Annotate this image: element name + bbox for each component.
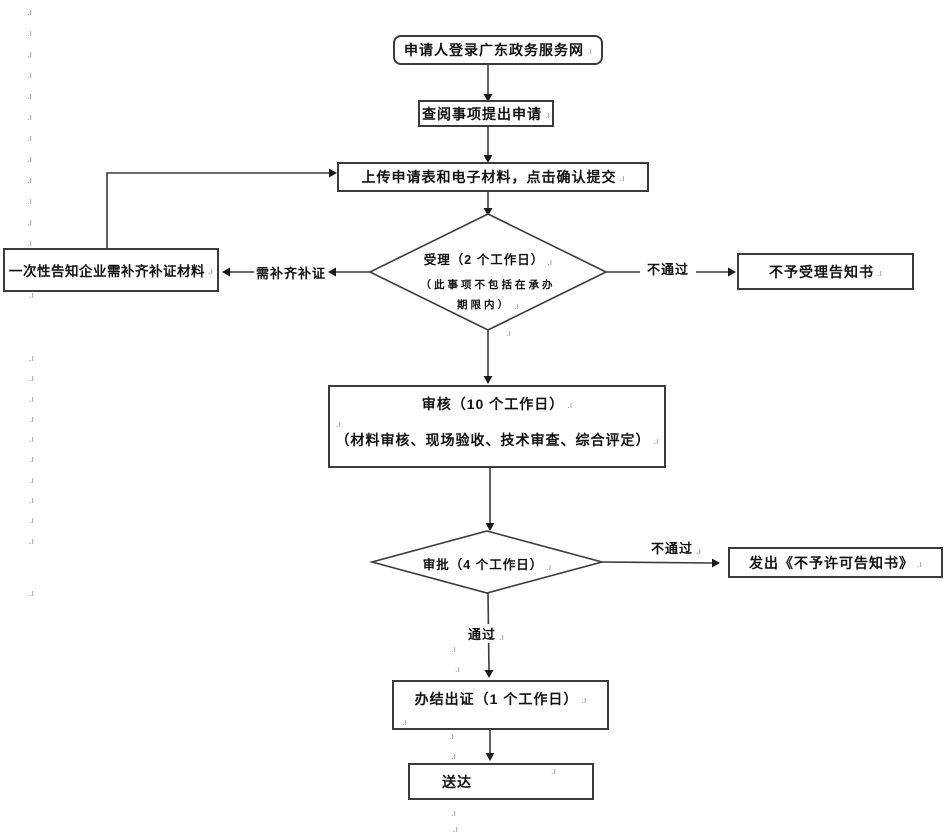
paragraph-mark: .ı	[27, 7, 33, 17]
paragraph-mark: .ı	[581, 695, 587, 705]
paragraph-mark: .ı	[546, 562, 552, 572]
node-upload: 上传申请表和电子材料，点击确认提交.ı	[337, 162, 649, 192]
accept-diamond-title-row: 受理（2 个工作日）.ı	[388, 249, 588, 268]
paragraph-mark: .ı	[27, 91, 33, 101]
arrow-approve-to-reject	[601, 558, 720, 568]
node-complete-label: 办结出证（1 个工作日）	[414, 691, 579, 707]
approve-diamond-shape	[368, 530, 606, 594]
paragraph-mark: .ı	[451, 751, 457, 761]
margin-marks-middle: .ı .ı .ı .ı .ı .ı .ı .ı .ı .ı	[29, 348, 34, 551]
paragraph-mark: .ı	[29, 434, 35, 445]
paragraph-mark: .ı	[653, 436, 659, 446]
node-not-accept-label: 不予受理告知书	[768, 263, 874, 280]
node-start: 申请人登录广东政务服务网.ı	[393, 35, 603, 65]
node-audit-title: 审核（10 个工作日）	[421, 396, 565, 412]
edge-label-not-pass-approve-text: 不通过	[650, 541, 693, 556]
paragraph-mark: .ı	[544, 109, 550, 120]
node-reject-notice-label: 发出《不予许可告知书》	[748, 554, 914, 571]
paragraph-mark: .ı	[29, 353, 35, 363]
edge-label-pass: 通过.ı	[458, 624, 514, 643]
paragraph-mark: .ı	[449, 731, 455, 741]
paragraph-mark: .ı	[402, 717, 408, 727]
arrow-label-to-notify	[222, 267, 258, 277]
paragraph-mark: .ı	[499, 632, 505, 642]
paragraph-mark: .ı	[551, 766, 557, 776]
paragraph-mark: .ı	[27, 112, 33, 122]
paragraph-mark: .ı	[29, 393, 35, 404]
margin-marks-top: .ı .ı .ı .ı .ı .ı .ı .ı .ı .ı .ı .ı	[27, 2, 32, 254]
paragraph-mark: .ı	[586, 46, 592, 56]
node-audit: 审核（10 个工作日）.ı .ı （材料审核、现场验收、技术审查、综合评定）.ı	[328, 385, 666, 468]
node-notify-label: 一次性告知企业需补齐补证材料	[8, 264, 205, 279]
node-complete-title-row: 办结出证（1 个工作日）.ı	[394, 689, 607, 709]
paragraph-mark: .ı	[29, 373, 35, 384]
paragraph-mark: .ı	[27, 196, 33, 206]
arrow-audit-to-approve	[485, 468, 495, 531]
arrow-browse-to-upload	[483, 127, 493, 163]
accept-diamond-title: 受理（2 个工作日）	[423, 253, 545, 267]
node-audit-detail-row: （材料审核、现场验收、技术审查、综合评定）.ı	[330, 430, 664, 450]
paragraph-mark: .ı	[29, 535, 35, 546]
paragraph-mark: .ı	[27, 49, 33, 59]
arrow-notify-to-upload	[106, 168, 337, 248]
paragraph-mark: .ı	[916, 558, 922, 569]
node-notify: 一次性告知企业需补齐补证材料.ı	[3, 248, 219, 292]
paragraph-mark: .ı	[567, 400, 573, 410]
edge-label-pass-text: 通过	[467, 627, 496, 642]
paragraph-mark: .ı	[336, 419, 342, 429]
edge-label-need-supplement: 需补齐补证	[254, 263, 328, 282]
arrow-upload-to-accept	[483, 192, 493, 216]
paragraph-mark: .ı	[27, 28, 33, 38]
paragraph-mark: .ı	[547, 257, 553, 267]
paragraph-mark: .ı	[29, 515, 35, 526]
accept-diamond-note2: 期限内）	[456, 299, 511, 311]
node-deliver: 送达 .ı	[408, 763, 594, 800]
paragraph-mark: .ı	[27, 217, 33, 227]
paragraph-mark: .ı	[451, 808, 457, 818]
paragraph-mark: .ı	[29, 495, 35, 506]
node-browse: 查阅事项提出申请.ı	[418, 100, 554, 127]
paragraph-mark: .ı	[27, 238, 33, 248]
accept-diamond-note1: （此事项不包括在承办	[420, 279, 556, 291]
node-deliver-label: 送达	[442, 773, 472, 790]
node-reject-notice: 发出《不予许可告知书》.ı	[728, 547, 943, 578]
paragraph-mark: .ı	[453, 824, 459, 834]
edge-label-not-pass-accept: 不通过	[640, 259, 696, 278]
paragraph-mark: .ı	[513, 301, 519, 311]
arrow-complete-to-deliver	[485, 730, 495, 761]
approve-diamond-title-row: 审批（4 个工作日）.ı	[377, 554, 597, 573]
node-audit-detail: （材料审核、现场验收、技术审查、综合评定）	[335, 432, 651, 448]
paragraph-mark: .ı	[27, 70, 33, 80]
paragraph-mark: .ı	[29, 588, 35, 598]
paragraph-mark: .ı	[876, 267, 882, 278]
paragraph-mark: .ı	[619, 173, 625, 183]
accept-diamond-note2-row: 期限内）.ı	[388, 297, 588, 312]
paragraph-mark: .ı	[455, 664, 461, 674]
arrow-accept-to-label-left	[328, 267, 370, 277]
node-complete: 办结出证（1 个工作日）.ı .ı	[392, 680, 609, 730]
paragraph-mark: .ı	[696, 546, 702, 556]
paragraph-mark: .ı	[29, 413, 35, 424]
paragraph-mark: .ı	[27, 154, 33, 164]
paragraph-mark: .ı	[27, 133, 33, 143]
paragraph-mark: .ı	[207, 266, 213, 276]
edge-label-not-pass-approve: 不通过.ı	[644, 538, 708, 557]
node-browse-label: 查阅事项提出申请	[421, 105, 542, 122]
node-not-accept: 不予受理告知书.ı	[737, 253, 914, 290]
paragraph-mark: .ı	[451, 644, 457, 654]
paragraph-mark: .ı	[29, 454, 35, 465]
paragraph-mark: .ı	[29, 290, 35, 300]
paragraph-mark: .ı	[506, 328, 512, 338]
paragraph-mark: .ı	[29, 474, 35, 485]
node-audit-title-row: 审核（10 个工作日）.ı	[330, 394, 664, 414]
arrow-start-to-browse	[483, 65, 493, 102]
arrow-accept-to-audit	[483, 330, 493, 384]
node-start-label: 申请人登录广东政务服务网	[403, 42, 584, 58]
approve-diamond-title: 审批（4 个工作日）	[422, 558, 544, 572]
node-upload-label: 上传申请表和电子材料，点击确认提交	[361, 169, 617, 185]
paragraph-mark: .ı	[27, 175, 33, 185]
